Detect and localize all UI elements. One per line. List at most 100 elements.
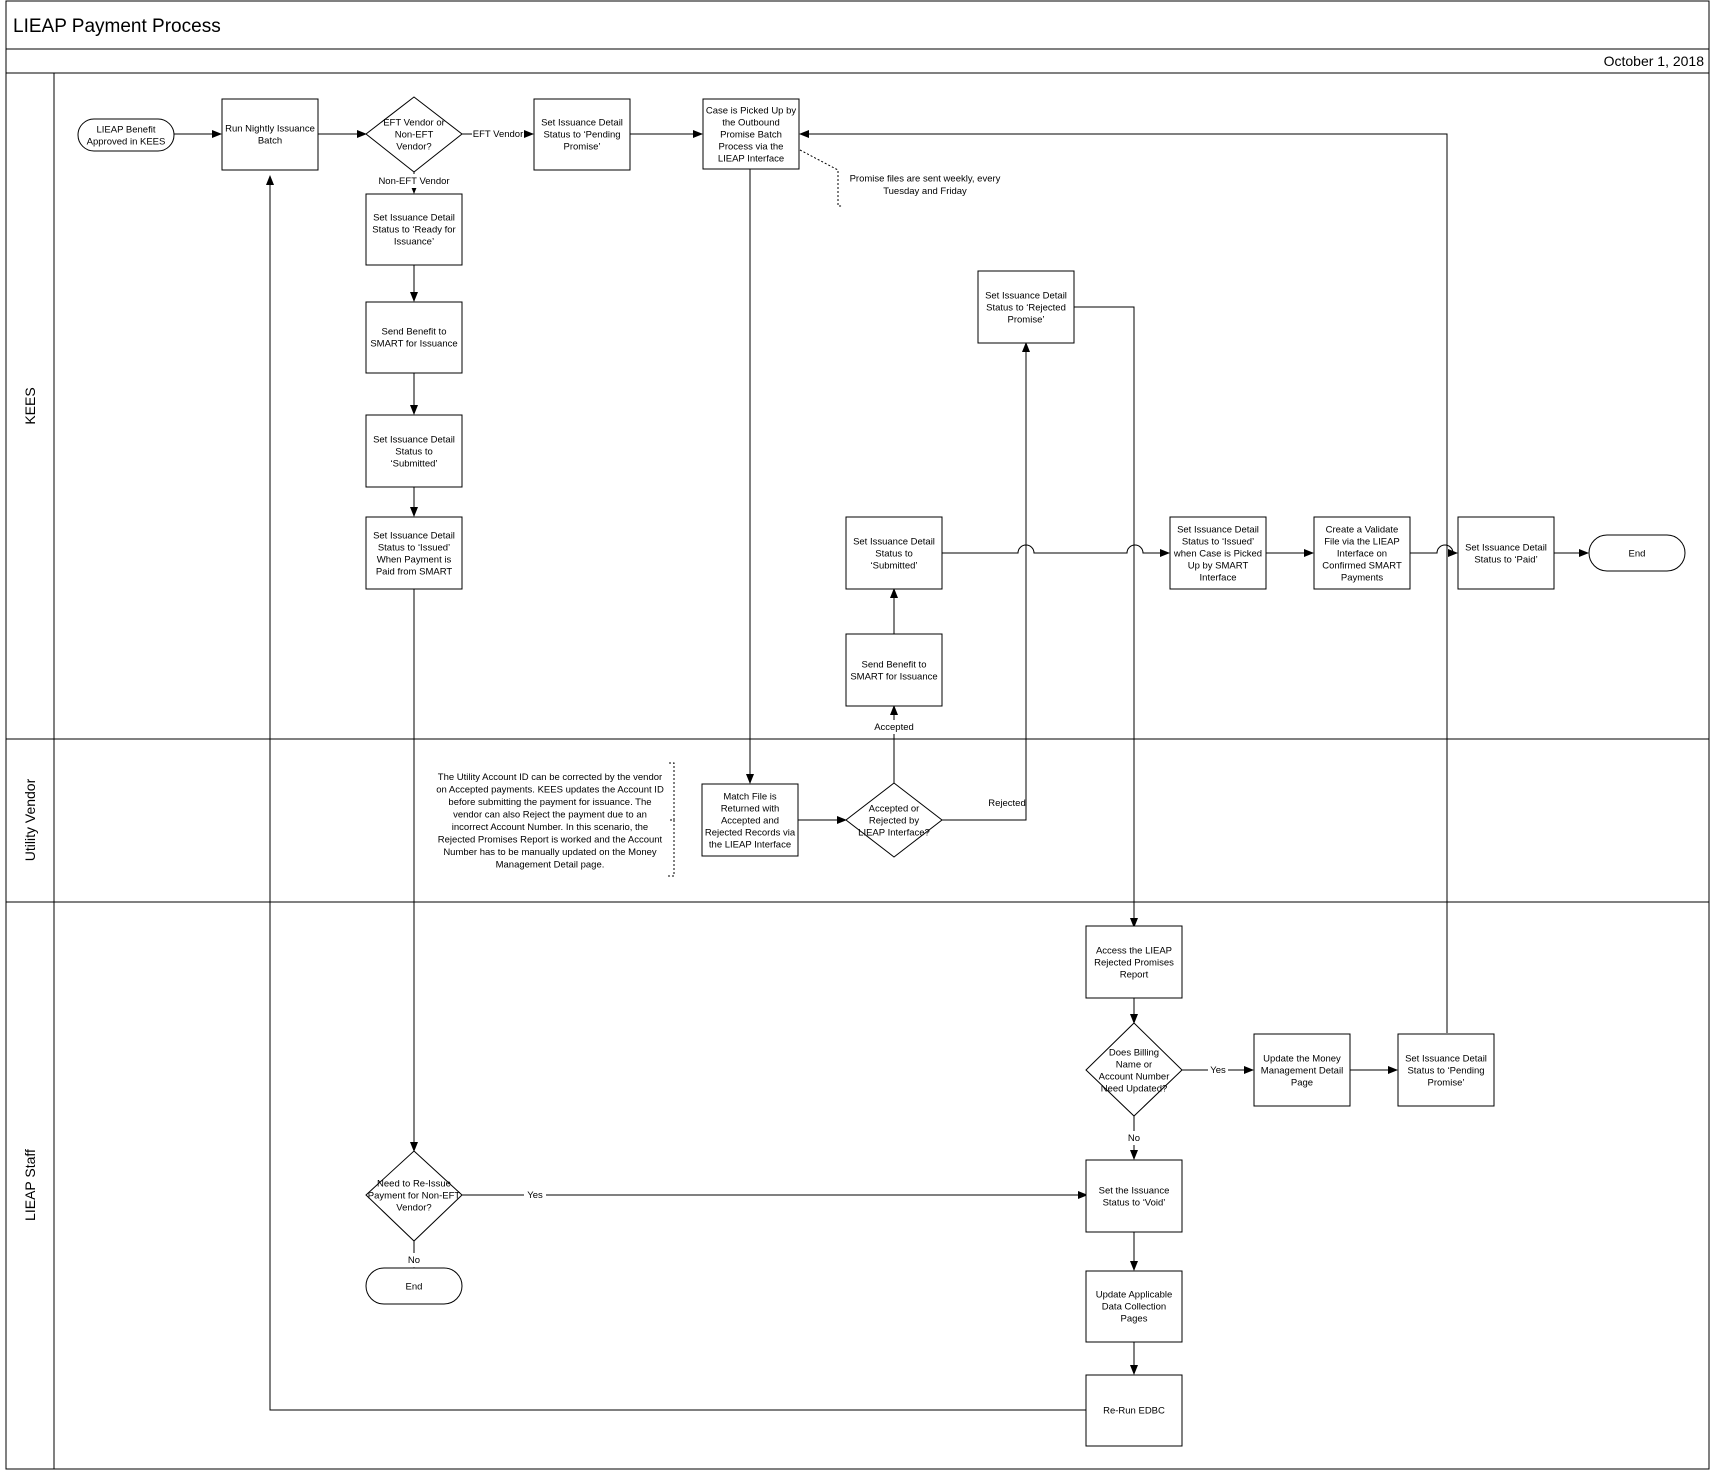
access-report-process[interactable]	[1085, 925, 1183, 999]
match-file-label-line: the LIEAP Interface	[709, 840, 791, 851]
match-file-label-line: Match File is	[723, 792, 777, 803]
billing-update-decision-label-line: Does Billing	[1109, 1048, 1159, 1059]
issued-2-label-line: Interface	[1200, 573, 1237, 584]
submitted-2-label-line: Set Issuance Detail	[853, 537, 935, 548]
pending-promise-2-label-line: Set Issuance Detail	[1405, 1054, 1487, 1065]
update-data-label-line: Data Collection	[1102, 1302, 1166, 1313]
picked-up-label-line: the Outbound	[722, 118, 780, 129]
issued-label-line: When Payment is	[377, 555, 452, 566]
picked-up-process[interactable]	[702, 98, 800, 170]
edge-label-eft-vendor: EFT Vendor	[473, 129, 524, 140]
validate-file-label-line: Create a Validate	[1326, 525, 1399, 536]
diagram-title: LIEAP Payment Process	[13, 16, 221, 37]
issued-2-label-line: Status to ‘Issued’	[1182, 537, 1254, 548]
eft-vendor-decision-label-line: EFT Vendor or	[383, 118, 445, 129]
nightly-batch-label-line: Run Nightly Issuance	[225, 124, 315, 135]
send-benefit-smart-2-label-line: Send Benefit to	[862, 660, 927, 671]
issued-2-label-line: Set Issuance Detail	[1177, 525, 1259, 536]
nightly-batch-process[interactable]	[221, 98, 319, 171]
start-terminator[interactable]	[77, 118, 175, 152]
void-label-line: Status to ‘Void’	[1103, 1198, 1166, 1209]
send-benefit-smart-process[interactable]	[365, 301, 463, 374]
edge-rerun-to-nightly	[266, 175, 1086, 1411]
validate-file-process[interactable]	[1313, 516, 1411, 590]
rerun-edbc-label: Re-Run EDBC	[1103, 1406, 1165, 1417]
end-top-terminator[interactable]	[1588, 534, 1686, 572]
pending-promise-2-process[interactable]	[1397, 1033, 1495, 1107]
reissue-decision-label-line: Need to Re-Issue	[377, 1179, 451, 1190]
send-benefit-smart-2-process[interactable]	[845, 633, 943, 707]
ready-for-issuance-label-line: Status to ‘Ready for	[372, 225, 455, 236]
rejected-promise-label-line: Promise’	[1008, 315, 1045, 326]
submitted-process[interactable]	[365, 414, 463, 488]
annotation-utility-account-line: The Utility Account ID can be corrected …	[438, 772, 662, 783]
annotation-utility-account: The Utility Account ID can be corrected …	[436, 772, 664, 871]
edge-label-bg	[1208, 1063, 1228, 1077]
edge-validate-to-paid	[1410, 544, 1458, 557]
annotation-utility-account-line: incorrect Account Number. In this scenar…	[452, 822, 648, 833]
billing-update-decision-label-line: Name or	[1116, 1060, 1152, 1071]
rerun-edbc-label-line: Re-Run EDBC	[1103, 1406, 1165, 1417]
issued-2-process[interactable]	[1169, 516, 1267, 590]
lane-label-lieap-staff: LIEAP Staff	[22, 1149, 38, 1221]
update-data-process[interactable]	[1085, 1270, 1183, 1343]
submitted-2-process[interactable]	[845, 516, 943, 590]
void-label-line: Set the Issuance	[1099, 1186, 1170, 1197]
accepted-rejected-decision[interactable]	[845, 782, 943, 858]
rejected-promise-process[interactable]	[977, 270, 1075, 344]
update-money-process[interactable]	[1253, 1033, 1351, 1107]
annotation-promise-files-line: Tuesday and Friday	[883, 186, 967, 197]
eft-vendor-decision-label-line: Vendor?	[396, 142, 431, 153]
accepted-rejected-decision-label-line: LIEAP Interface?	[858, 828, 930, 839]
nightly-batch-label-line: Batch	[258, 136, 282, 147]
ready-for-issuance-label-line: Issuance’	[394, 237, 434, 248]
edge-rejected-to-rejected-promise	[942, 342, 1030, 821]
picked-up-label-line: Process via the	[719, 142, 784, 153]
match-file-label-line: Rejected Records via	[705, 828, 796, 839]
match-file-label-line: Returned with	[721, 804, 780, 815]
match-file-process[interactable]	[701, 783, 799, 857]
annotation-utility-account-line: vendor can also Reject the payment due t…	[453, 809, 647, 820]
eft-vendor-decision-label-line: Non-EFT	[395, 130, 434, 141]
end-bottom-terminator[interactable]	[365, 1267, 463, 1305]
reissue-decision[interactable]	[365, 1150, 463, 1242]
end-top-label: End	[1629, 549, 1646, 560]
annotation-utility-account-line: on Accepted payments. KEES updates the A…	[436, 784, 664, 795]
rerun-edbc-process[interactable]	[1085, 1374, 1183, 1447]
start-label-line: LIEAP Benefit	[97, 125, 156, 136]
eft-vendor-decision[interactable]	[365, 96, 463, 173]
accepted-rejected-decision-label-line: Rejected by	[869, 816, 919, 827]
submitted-label-line: ‘Submitted’	[391, 459, 438, 470]
billing-update-decision[interactable]	[1085, 1022, 1183, 1117]
paid-label-line: Status to ‘Paid’	[1474, 555, 1537, 566]
reissue-decision-label-line: Vendor?	[396, 1203, 431, 1214]
end-bottom-label-line: End	[406, 1282, 423, 1293]
edge-label-accepted: Accepted	[874, 722, 914, 733]
pending-promise-label-line: Promise’	[564, 142, 601, 153]
edge-label-rejected: Rejected	[988, 798, 1026, 809]
lane-label-kees: KEES	[22, 387, 38, 424]
ready-for-issuance-process[interactable]	[365, 193, 463, 266]
pending-promise-process[interactable]	[533, 98, 631, 171]
paid-process[interactable]	[1457, 516, 1555, 590]
validate-file-label-line: File via the LIEAP	[1324, 537, 1400, 548]
end-top-label-line: End	[1629, 549, 1646, 560]
submitted-2-label-line: ‘Submitted’	[871, 561, 918, 572]
void-process[interactable]	[1085, 1159, 1183, 1233]
edge-pending-2-to-picked-up	[799, 130, 1448, 1033]
end-bottom-label: End	[406, 1282, 423, 1293]
send-benefit-smart-label-line: SMART for Issuance	[370, 339, 457, 350]
issued-2-label-line: Up by SMART	[1188, 561, 1249, 572]
issued-process[interactable]	[365, 516, 463, 590]
pending-promise-2-label-line: Promise’	[1428, 1078, 1465, 1089]
